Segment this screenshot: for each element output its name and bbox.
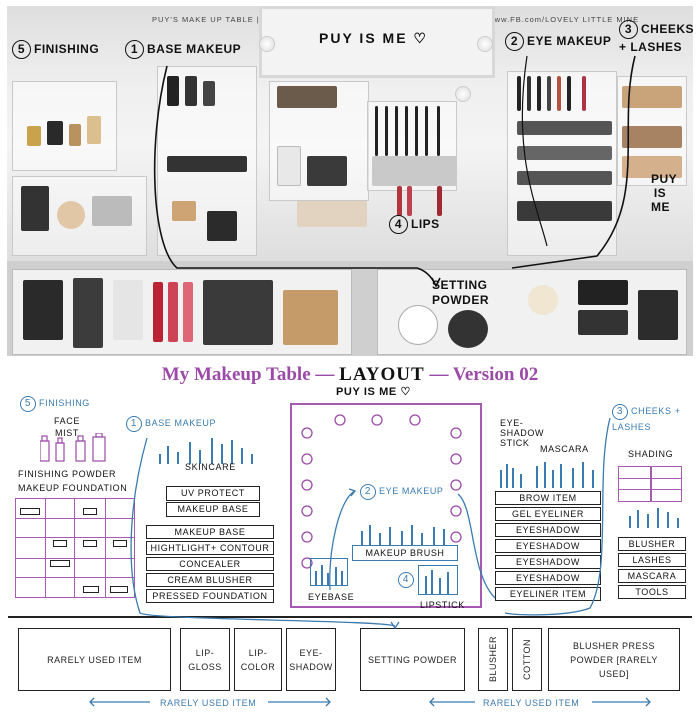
label-lipstick: LIPSTICK (420, 600, 465, 610)
mascara-holder (496, 458, 606, 488)
label-rarely-used-left: RARELY USED ITEM (160, 698, 257, 708)
lash-holder (625, 506, 685, 528)
drawer-blusher: BLUSHER (478, 628, 508, 691)
label-makeup-foundation: MAKEUP FOUNDATION (18, 483, 128, 493)
base-makeup-shelves: MAKEUP BASE HIGHTLIGHT+ CONTOUR CONCEALE… (146, 525, 274, 605)
shelf-item: EYESHADOW (495, 523, 601, 537)
bulb-icon (455, 86, 471, 102)
makeup-table-photo: PUY'S MAKE UP TABLE | www.FB.com/ LIKEPU… (7, 6, 693, 356)
organizer (507, 71, 617, 256)
sketch-title: My Makeup Table — LAYOUT — Version 02 (161, 364, 539, 385)
label-finishing-powder: FINISHING POWDER (18, 469, 117, 479)
brush-holder (355, 523, 455, 545)
drawer-rarely-used: RARELY USED ITEM (18, 628, 171, 691)
mirror (259, 6, 495, 78)
shelf-item: CREAM BLUSHER (146, 573, 274, 587)
shelf-item: EYESHADOW (495, 539, 601, 553)
shelf-uv-protect: UV PROTECT (166, 486, 260, 501)
mist-bottles-icon (40, 433, 106, 462)
label-shading: SHADING (628, 449, 674, 459)
label-setting-powder: SETTING POWDER (432, 278, 489, 307)
shelf-item: TOOLS (618, 585, 686, 599)
shading-grid (618, 466, 682, 502)
shelf-item: BROW ITEM (495, 491, 601, 505)
label-mascara: MASCARA (540, 444, 589, 454)
drawer-eye-shadow: EYE-SHADOW (286, 628, 336, 691)
bulb-icon (259, 36, 275, 52)
shelf-item: CONCEALER (146, 557, 274, 571)
drawer-lip-color: LIP-COLOR (234, 628, 282, 691)
shelf-item: GEL EYELINER (495, 507, 601, 521)
skincare-bottles (155, 434, 260, 464)
mirror-caption: PUY IS ME ♡ (336, 386, 411, 398)
drawer-setting-powder: SETTING POWDER (360, 628, 465, 691)
drawer (12, 269, 352, 355)
layout-sketch: My Makeup Table — LAYOUT — Version 02 PU… (0, 358, 700, 716)
shelf-item: BLUSHER (618, 537, 686, 551)
shelf-item: EYESHADOW (495, 555, 601, 569)
shelf-item: LASHES (618, 553, 686, 567)
eyebase-holder (310, 558, 348, 586)
shelf-item: EYELINER ITEM (495, 587, 601, 601)
label-eyeshadow-stick: EYE-SHADOW STICK (500, 418, 545, 448)
shelf-item: MAKEUP BASE (146, 525, 274, 539)
drawer-cotton: COTTON (512, 628, 542, 691)
makeup-brush-box: MAKEUP BRUSH (352, 545, 458, 561)
photo-arrows (153, 55, 636, 288)
shelf-item: PRESSED FOUNDATION (146, 589, 274, 603)
shelf-item: MASCARA (618, 569, 686, 583)
mirror-text: PUY IS ME ♡ (319, 30, 428, 46)
label-lips-number: 4 (398, 572, 417, 588)
drawer-lip-gloss: LIP-GLOSS (180, 628, 230, 691)
eye-shelves: BROW ITEM GEL EYELINER EYESHADOW EYESHAD… (495, 491, 601, 603)
drawer (377, 269, 687, 355)
finishing-grid (15, 498, 135, 598)
label-eyebase: EYEBASE (308, 592, 355, 602)
label-face-mist: FACE MIST (54, 416, 80, 438)
cheeks-shelves: BLUSHER LASHES MASCARA TOOLS (618, 537, 686, 601)
drawer-blusher-press-powder: BLUSHER PRESS POWDER [RARELY USED] (548, 628, 680, 691)
desk-edge (8, 616, 692, 618)
lipstick-holder (418, 565, 458, 595)
shelf-item: HIGHTLIGHT+ CONTOUR (146, 541, 274, 555)
shelf-item: EYESHADOW (495, 571, 601, 585)
label-rarely-used-right: RARELY USED ITEM (483, 698, 580, 708)
bulb-icon (477, 36, 493, 52)
shelf-makeup-base: MAKEUP BASE (166, 502, 260, 517)
label-skincare: SKINCARE (185, 462, 236, 472)
